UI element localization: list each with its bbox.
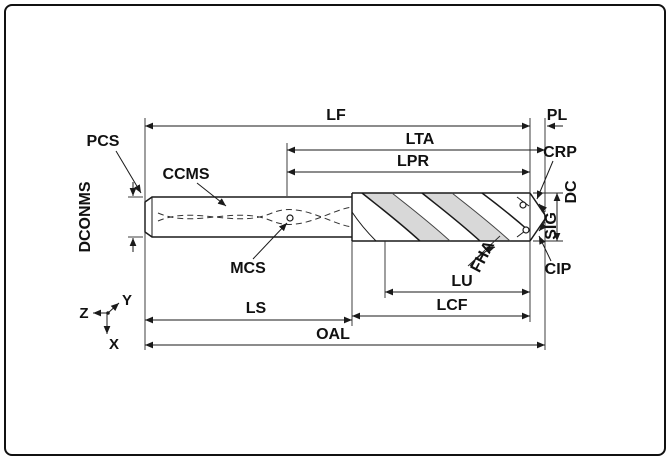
label-lu: LU bbox=[451, 273, 472, 290]
dim-ls: LS bbox=[145, 300, 352, 324]
label-mcs: MCS bbox=[230, 260, 266, 277]
dim-pl: PL bbox=[547, 107, 568, 130]
callout-cip: CIP bbox=[538, 235, 572, 278]
label-pcs: PCS bbox=[87, 133, 120, 150]
label-axis-z: Z bbox=[79, 305, 88, 322]
label-dconms: DCONMS bbox=[77, 181, 94, 252]
label-dc: DC bbox=[563, 180, 580, 204]
label-axis-x: X bbox=[109, 336, 119, 353]
coordinate-axes: Z Y X bbox=[79, 292, 132, 353]
coolant-exit-point bbox=[286, 214, 294, 222]
dim-dconms: DCONMS bbox=[77, 181, 137, 253]
drill-flutes bbox=[351, 192, 530, 242]
dim-lcf: LCF bbox=[352, 297, 530, 320]
label-oal: OAL bbox=[316, 326, 350, 343]
point-coolant-hole-bottom bbox=[522, 226, 530, 234]
callout-pcs: PCS bbox=[87, 133, 142, 194]
frame-border bbox=[4, 4, 666, 456]
label-ls: LS bbox=[246, 300, 267, 317]
dim-lf: LF bbox=[145, 107, 530, 130]
label-ccms: CCMS bbox=[162, 166, 209, 183]
label-cip: CIP bbox=[545, 261, 572, 278]
callout-mcs: MCS bbox=[230, 222, 288, 277]
drill-point bbox=[516, 192, 546, 242]
label-axis-y: Y bbox=[122, 292, 132, 309]
dim-lpr: LPR bbox=[287, 153, 530, 176]
coolant-channels bbox=[157, 206, 353, 228]
label-pl: PL bbox=[547, 107, 568, 124]
callout-crp: CRP bbox=[536, 144, 577, 200]
dim-fha: FHA bbox=[467, 235, 501, 275]
dim-lta: LTA bbox=[287, 131, 545, 154]
label-sig: SIG bbox=[543, 212, 560, 240]
dim-lu: LU bbox=[385, 273, 530, 296]
label-lcf: LCF bbox=[436, 297, 467, 314]
label-crp: CRP bbox=[543, 144, 577, 161]
label-lta: LTA bbox=[406, 131, 435, 148]
label-lf: LF bbox=[326, 107, 346, 124]
dim-dc: DC bbox=[553, 180, 580, 241]
point-coolant-hole-top bbox=[519, 201, 527, 209]
label-lpr: LPR bbox=[397, 153, 429, 170]
dim-sig: SIG bbox=[538, 203, 560, 240]
dim-oal: OAL bbox=[145, 326, 545, 349]
callout-ccms: CCMS bbox=[162, 166, 227, 207]
label-fha: FHA bbox=[468, 238, 499, 275]
